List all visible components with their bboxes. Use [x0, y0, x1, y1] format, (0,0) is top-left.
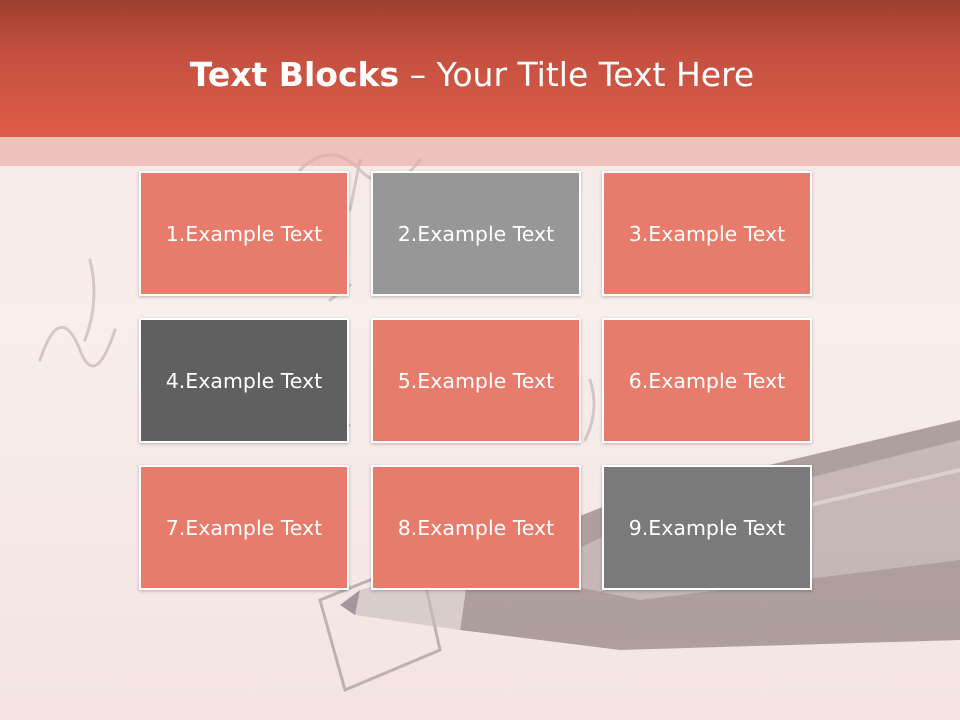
title-bar — [0, 0, 960, 137]
text-block-label: 2.Example Text — [397, 221, 555, 246]
text-block-7[interactable]: 7.Example Text — [139, 465, 349, 590]
text-block-4[interactable]: 4.Example Text — [139, 318, 349, 443]
text-block-label: 3.Example Text — [628, 221, 786, 246]
text-block-label: 1.Example Text — [165, 221, 323, 246]
title-underband — [0, 137, 960, 166]
text-block-label: 5.Example Text — [397, 368, 555, 393]
title-separator: – — [409, 55, 427, 94]
text-block-label: 4.Example Text — [165, 368, 323, 393]
text-block-5[interactable]: 5.Example Text — [371, 318, 581, 443]
text-block-label: 9.Example Text — [628, 515, 786, 540]
text-block-8[interactable]: 8.Example Text — [371, 465, 581, 590]
text-block-2[interactable]: 2.Example Text — [371, 171, 581, 296]
title-rest: Your Title Text Here — [436, 55, 755, 94]
title-bold: Text Blocks — [189, 55, 400, 94]
text-block-3[interactable]: 3.Example Text — [602, 171, 812, 296]
text-block-9[interactable]: 9.Example Text — [602, 465, 812, 590]
text-block-label: 8.Example Text — [397, 515, 555, 540]
text-block-label: 6.Example Text — [628, 368, 786, 393]
text-block-6[interactable]: 6.Example Text — [602, 318, 812, 443]
text-block-1[interactable]: 1.Example Text — [139, 171, 349, 296]
page-title: Text Blocks – Your Title Text Here — [0, 52, 944, 98]
text-block-label: 7.Example Text — [165, 515, 323, 540]
